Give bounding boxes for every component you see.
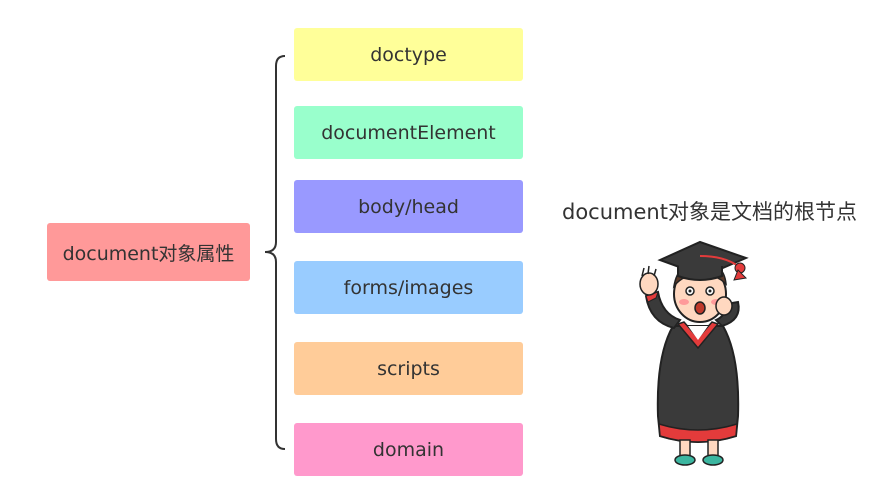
child-node-body-head: body/head <box>294 180 523 233</box>
child-node-label: doctype <box>370 43 447 66</box>
child-node-label: forms/images <box>343 276 474 299</box>
child-node-label: documentElement <box>321 121 496 144</box>
child-node-forms-images: forms/images <box>294 261 523 314</box>
caption-text: document对象是文档的根节点 <box>562 200 857 224</box>
graduate-cartoon-icon <box>639 240 749 466</box>
root-node-label: document对象属性 <box>62 242 235 265</box>
child-node-scripts: scripts <box>294 342 523 395</box>
child-node-doctype: doctype <box>294 28 523 81</box>
child-node-label: body/head <box>358 195 459 218</box>
child-node-documentelement: documentElement <box>294 106 523 159</box>
child-node-label: scripts <box>377 357 440 380</box>
child-node-domain: domain <box>294 423 523 476</box>
child-node-label: domain <box>372 438 445 461</box>
root-node: document对象属性 <box>47 223 250 281</box>
